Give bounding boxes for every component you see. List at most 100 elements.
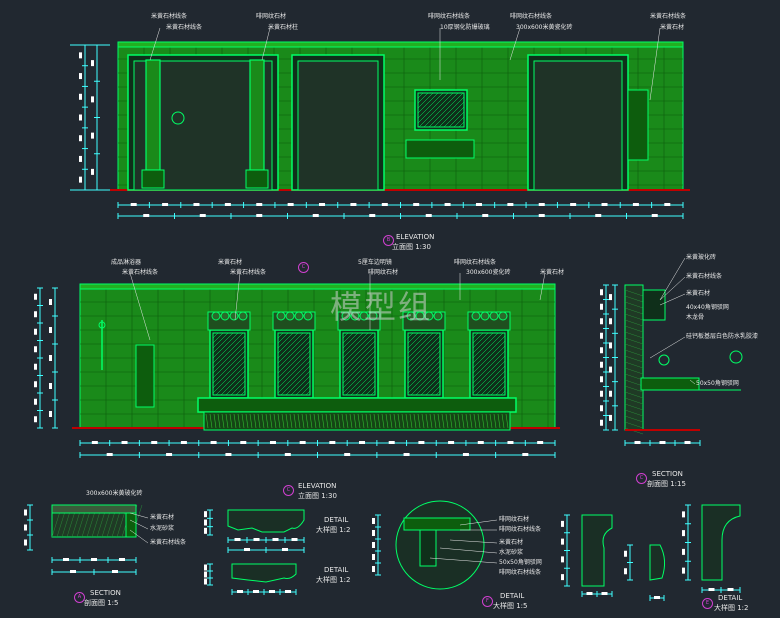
top-dim-row2-text: [425, 214, 432, 217]
mid-vanity-fringe: [237, 413, 241, 429]
secc-wall-hatch: [624, 373, 644, 381]
mid-mirror-hatch-2-frame: [342, 332, 376, 396]
hatch-line: [428, 93, 464, 127]
top-dim-row2-text: [538, 214, 545, 217]
mid-dim-col1-text: [34, 363, 37, 370]
mid-plant-leaf: [368, 311, 378, 321]
hatch-line: [355, 375, 375, 395]
mid-dim-col2-text: [49, 355, 52, 361]
top-dim-row1-text: [632, 203, 639, 206]
hatch-line: [473, 333, 499, 359]
secc-dim-col1-text: [600, 347, 603, 354]
top-dim-col1-text: [79, 176, 82, 183]
label-secc-6: 50x50角钢驳网: [696, 380, 739, 387]
label-secc-1: 米黄石材线条: [686, 273, 723, 280]
hatch-line: [408, 360, 440, 394]
secc-wall: [624, 284, 644, 431]
mid-vanity-fringe: [301, 413, 305, 429]
leader-line-20: [449, 539, 498, 544]
leader-line-6: [234, 272, 241, 321]
dete-dim-row1-text: [586, 592, 593, 595]
top-mirror-hatch-frame: [417, 92, 465, 128]
secc-dim-row-text: [659, 441, 666, 444]
detd-dim-row1b-text: [244, 548, 250, 551]
mid-vanity-fringe: [417, 413, 421, 429]
hatch-line: [215, 365, 245, 395]
mid-vanity-fringe: [437, 413, 441, 429]
mid-plant-leaf: [229, 311, 239, 321]
secc-wall-hatch: [624, 391, 644, 399]
hatch-line: [213, 333, 244, 364]
label-top-4: 啡网纹石材线条: [428, 13, 471, 20]
dete-dim-row2-text: [654, 596, 660, 599]
dete-dim-col3-text: [682, 548, 685, 555]
caption-detd2-en: DETAIL: [324, 566, 349, 574]
hatch-line: [490, 380, 505, 395]
mid-dim-col1-text: [34, 416, 37, 423]
mid-dim-col1-text: [34, 346, 37, 353]
hatch-line: [473, 345, 505, 379]
label-top-9: 米黄石材: [660, 24, 685, 31]
mid-dim-row1-text: [210, 441, 217, 444]
label-top-5: 10厚钢化防爆玻璃: [440, 24, 490, 31]
dete-dim-col1-text: [561, 538, 564, 545]
label-detf-2: 米黄石材: [499, 539, 524, 546]
mid-vanity-fringe: [321, 413, 325, 429]
top-dim-row2-text: [595, 214, 602, 217]
label-mid-6: 啡网纹石材线条: [454, 259, 497, 266]
hatch-line: [448, 111, 464, 127]
label-top-3: 米黄石材柱: [268, 24, 299, 31]
mid-dim-col1-text: [34, 398, 37, 405]
top-callout-circle: [171, 111, 185, 125]
label-mid-5: 啡网纹石材: [368, 269, 399, 276]
detd-dim-row2-text: [253, 590, 259, 593]
hatch-line: [473, 355, 505, 389]
mid-plant-leaf: [433, 311, 443, 321]
mid-vanity-fringe: [357, 413, 361, 429]
mid-dim-col1-text: [34, 328, 37, 335]
mid-plant-leaf: [276, 311, 286, 321]
label-mid-4: 5厘车边明镜: [358, 259, 392, 266]
mid-vanity-fringe: [501, 413, 505, 429]
secc-wall-hatch: [624, 337, 644, 345]
hatch-line: [278, 333, 294, 349]
mid-plant-leaf: [285, 311, 295, 321]
hatch-line: [485, 375, 505, 395]
top-dim-col1-text: [79, 135, 82, 142]
hatch-line: [415, 370, 440, 395]
top-mirror-hatch: [418, 93, 464, 127]
top-dim-col1-text: [79, 155, 82, 162]
seca-dim-row-text: [119, 558, 125, 561]
label-detf-0: 啡网纹石材: [499, 516, 530, 523]
mid-vanity-fringe: [345, 413, 349, 429]
mid-vanity-fringe: [481, 413, 485, 429]
mid-vanity-fringe: [469, 413, 473, 429]
mid-vanity-fringe: [253, 413, 257, 429]
mid-vanity-fringe: [433, 413, 437, 429]
dete-dim-col2-text: [624, 568, 627, 575]
hatch-line: [443, 106, 464, 127]
mid-dim-col2-text: [49, 299, 52, 305]
mid-vanity-fringe: [221, 413, 225, 429]
hatch-line: [343, 350, 375, 384]
secc-callout-circle: [729, 350, 743, 364]
leader-line-11: [659, 276, 686, 301]
detd-dim-col2-text: [204, 571, 207, 578]
hatch-line: [278, 360, 310, 394]
secc-wall-hatch: [624, 325, 644, 333]
hatch-line: [418, 93, 434, 109]
hatch-line: [408, 333, 429, 354]
mid-plant-leaf: [211, 311, 221, 321]
hatch-line: [295, 380, 310, 395]
top-dim-col1-text: [79, 73, 82, 80]
hatch-line: [343, 333, 369, 359]
mid-vanity-fringe: [341, 413, 345, 429]
mid-vanity-fringe: [485, 413, 489, 429]
label-mid-3: 米黄石材线条: [230, 269, 267, 276]
secc-wall-hatch: [624, 415, 644, 423]
caption-dete-en: DETAIL: [718, 594, 743, 602]
leader-line-16: [129, 519, 149, 530]
mid-vanity-fringe: [233, 413, 237, 429]
top-dim-row1-text: [319, 203, 326, 206]
mid-dim-col1-text: [34, 381, 37, 388]
